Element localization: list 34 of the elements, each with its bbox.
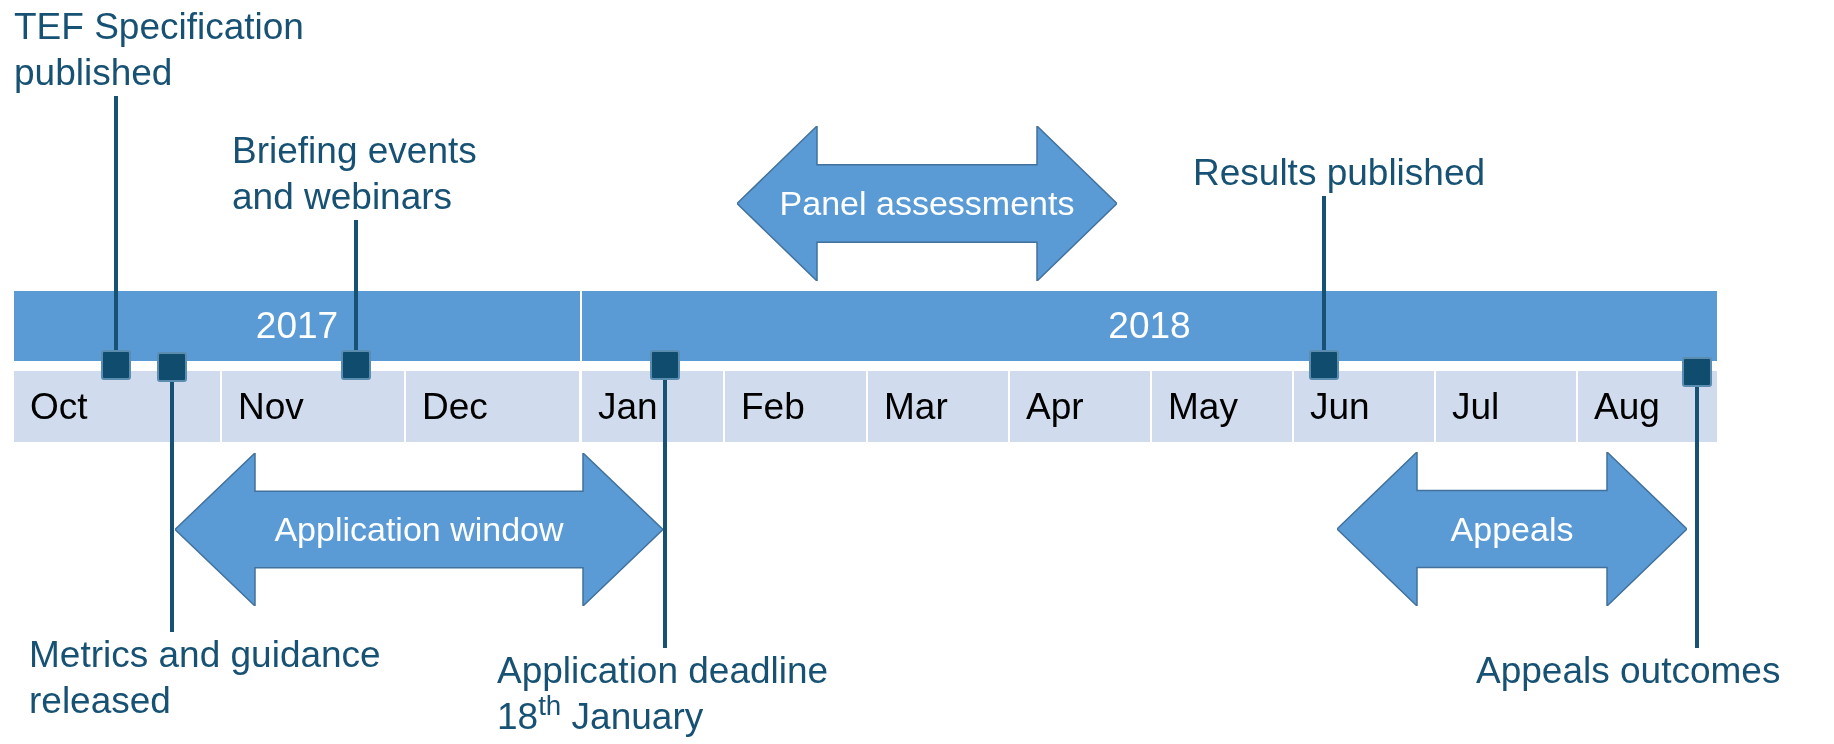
event-label: Application deadline 18$^{th}$ January xyxy=(497,649,830,739)
milestone-marker xyxy=(650,350,680,380)
year-band: 2018 xyxy=(582,291,1717,361)
arrow-label: Appeals xyxy=(1450,508,1574,550)
milestone-marker xyxy=(1309,350,1339,380)
milestone-marker xyxy=(157,352,187,382)
arrow-label: Application window xyxy=(274,509,564,550)
leader-line xyxy=(114,96,118,350)
month-cell: Oct xyxy=(14,371,220,442)
month-cell: Jan xyxy=(582,371,723,442)
leader-line xyxy=(1322,196,1326,350)
month-cell: Feb xyxy=(725,371,866,442)
milestone-marker xyxy=(1682,357,1712,387)
month-cell: Apr xyxy=(1010,371,1150,442)
month-cell: Aug xyxy=(1578,371,1717,442)
month-cell: Jul xyxy=(1436,371,1576,442)
month-cell: Dec xyxy=(406,371,579,442)
month-cell: Nov xyxy=(222,371,404,442)
event-label: Appeals outcomes xyxy=(1476,649,1782,693)
month-cell: Mar xyxy=(868,371,1008,442)
arrow-label: Panel assessments xyxy=(779,183,1075,224)
event-label: Metrics and guidance released xyxy=(29,633,382,723)
leader-line xyxy=(354,220,358,350)
month-cell: May xyxy=(1152,371,1292,442)
leader-line xyxy=(663,380,667,648)
event-label: TEF Specification published xyxy=(14,5,305,95)
leader-line xyxy=(170,382,174,632)
milestone-marker xyxy=(101,350,131,380)
month-cell: Jun xyxy=(1294,371,1434,442)
year-band: 2017 xyxy=(14,291,580,361)
milestone-marker xyxy=(341,350,371,380)
leader-line xyxy=(1695,387,1699,648)
event-label: Briefing events and webinars xyxy=(232,129,478,219)
event-label: Results published xyxy=(1193,151,1487,195)
